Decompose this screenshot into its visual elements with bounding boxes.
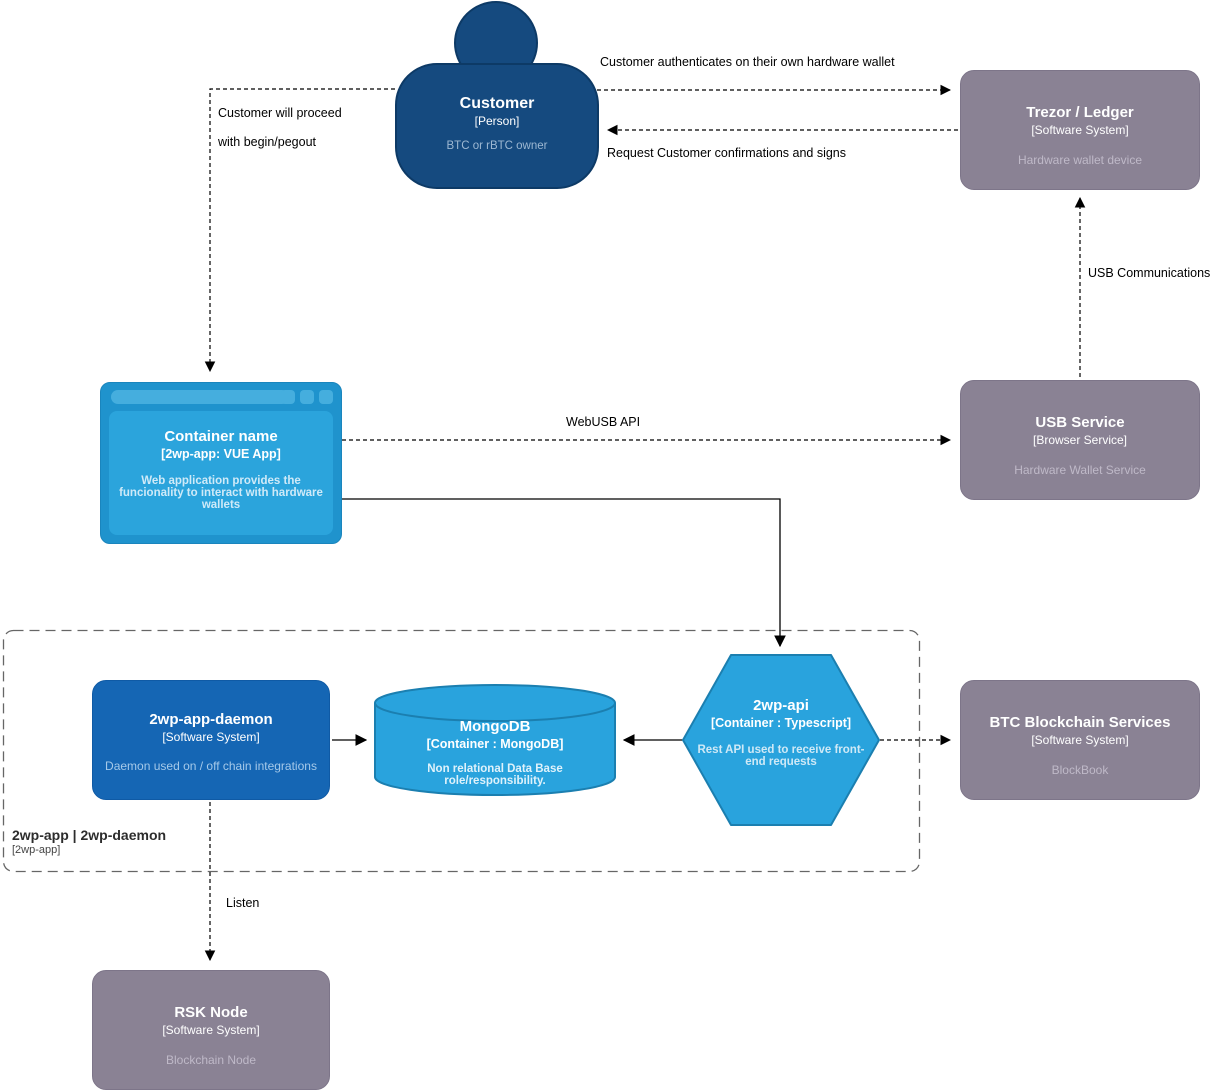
browser-address-bar	[111, 390, 289, 404]
customer-node[interactable]: Customer [Person] BTC or rBTC owner	[395, 63, 599, 189]
node-subtitle: [2wp-app: VUE App]	[161, 447, 281, 461]
edge-label-webusb: WebUSB API	[566, 415, 641, 429]
node-title: MongoDB	[459, 718, 531, 735]
edge-label-proceed-2: with begin/pegout	[218, 135, 316, 149]
node-subtitle: [Person]	[474, 114, 520, 128]
browser-content: Container name [2wp-app: VUE App] Web ap…	[109, 411, 333, 535]
edge-container-api	[342, 498, 786, 648]
edge-label-usb-communications: USB Communications	[1088, 266, 1211, 280]
edge-label-request: Request Customer confirmations and signs	[607, 146, 847, 160]
api-hexagon-shape	[682, 654, 880, 826]
boundary-label: 2wp-app | 2wp-daemon [2wp-app]	[12, 827, 166, 856]
node-description: Web application provides the funcionalit…	[119, 475, 323, 511]
boundary-subtitle: [2wp-app]	[12, 844, 61, 856]
node-title: 2wp-app-daemon	[149, 711, 273, 728]
node-title: BTC Blockchain Services	[989, 714, 1171, 731]
node-title: RSK Node	[174, 1004, 248, 1021]
browser-button-icon	[300, 390, 314, 404]
api-node[interactable]: 2wp-api [Container : Typescript] Rest AP…	[688, 697, 874, 768]
node-description: Daemon used on / off chain integrations	[105, 759, 317, 773]
usb-service-node[interactable]: USB Service [Browser Service] Hardware W…	[960, 380, 1200, 500]
container-2wp-app-node[interactable]: Container name [2wp-app: VUE App] Web ap…	[100, 382, 342, 544]
browser-button-icon	[281, 390, 295, 404]
edge-label-proceed-1: Customer will proceed	[218, 106, 342, 120]
trezor-ledger-node[interactable]: Trezor / Ledger [Software System] Hardwa…	[960, 70, 1200, 190]
node-description: Hardware Wallet Service	[1014, 463, 1146, 477]
node-subtitle: [Software System]	[162, 1023, 260, 1037]
node-title: Container name	[164, 428, 278, 445]
node-description: Rest API used to receive front-end reque…	[697, 744, 865, 768]
node-title: USB Service	[1035, 414, 1125, 431]
rsk-node[interactable]: RSK Node [Software System] Blockchain No…	[92, 970, 330, 1090]
node-title: Customer	[459, 95, 535, 112]
node-description: BTC or rBTC owner	[446, 140, 548, 152]
node-subtitle: [Software System]	[1031, 733, 1129, 747]
mongodb-node[interactable]: MongoDB [Container : MongoDB] Non relati…	[375, 718, 615, 787]
node-subtitle: [Software System]	[1031, 123, 1129, 137]
node-description: BlockBook	[1051, 763, 1109, 777]
edge-customer-proceed	[204, 88, 395, 373]
node-description: Non relational Data Base role/responsibi…	[427, 763, 563, 787]
node-subtitle: [Browser Service]	[1032, 433, 1128, 447]
node-subtitle: [Software System]	[162, 730, 260, 744]
node-title: Trezor / Ledger	[1026, 104, 1134, 121]
btc-blockchain-node[interactable]: BTC Blockchain Services [Software System…	[960, 680, 1200, 800]
node-subtitle: [Container : Typescript]	[710, 716, 852, 730]
daemon-node[interactable]: 2wp-app-daemon [Software System] Daemon …	[92, 680, 330, 800]
node-description: Hardware wallet device	[1017, 153, 1143, 167]
node-title: 2wp-api	[753, 697, 809, 714]
edge-label-listen: Listen	[226, 896, 260, 910]
browser-button-icon	[319, 390, 333, 404]
mongodb-cylinder-shape	[374, 684, 616, 796]
edge-label-authenticates: Customer authenticates on their own hard…	[600, 55, 895, 69]
node-description: Blockchain Node	[165, 1053, 257, 1067]
boundary-title: 2wp-app | 2wp-daemon	[12, 827, 167, 843]
boundary-2wp-app	[2, 629, 921, 873]
node-subtitle: [Container : MongoDB]	[426, 737, 564, 751]
